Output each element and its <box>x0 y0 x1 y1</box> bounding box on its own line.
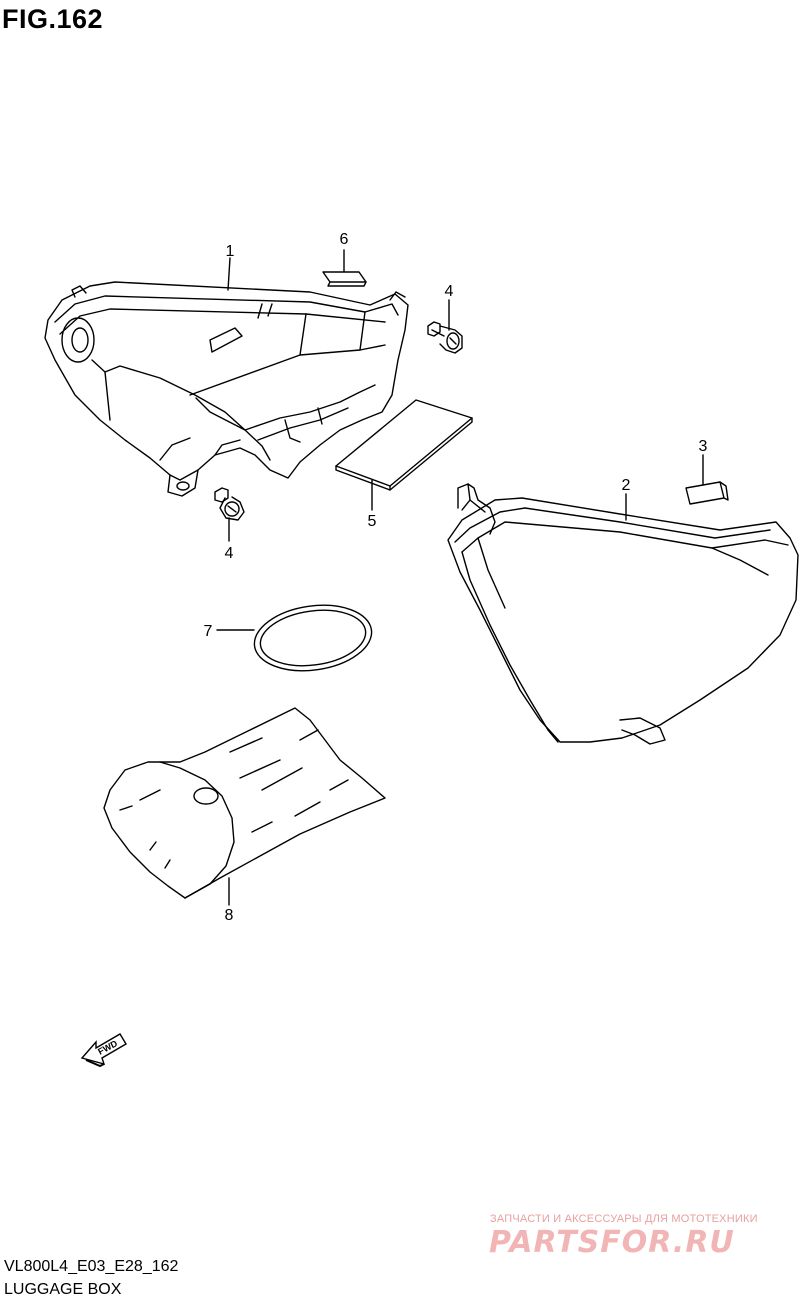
figure-title: FIG.162 <box>2 4 104 34</box>
pad-part-5[interactable] <box>335 399 473 491</box>
callout-4-lower: 4 <box>225 545 234 562</box>
model-code: VL800L4_E03_E28_162 <box>4 1258 179 1275</box>
side-cover-part-2[interactable] <box>447 483 799 745</box>
label-part-3[interactable] <box>685 481 729 505</box>
callout-5: 5 <box>368 513 377 530</box>
ring-part-7[interactable] <box>250 598 376 678</box>
callout-2: 2 <box>622 477 631 494</box>
callout-3: 3 <box>699 438 708 455</box>
bag-part-8[interactable] <box>103 707 386 899</box>
callout-1: 1 <box>226 243 235 260</box>
forward-arrow-icon: FWD <box>80 1033 127 1068</box>
leader-1 <box>227 257 231 291</box>
section-name: LUGGAGE BOX <box>4 1281 122 1298</box>
screw-part-4-lower[interactable] <box>214 487 245 521</box>
watermark-logo: PARTSFOR.RU <box>489 1225 735 1260</box>
callout-7: 7 <box>204 623 213 640</box>
callout-8: 8 <box>225 907 234 924</box>
callout-6: 6 <box>340 231 349 248</box>
label-part-6[interactable] <box>322 271 367 283</box>
callout-4-upper: 4 <box>445 283 454 300</box>
luggage-box-part[interactable] <box>44 281 409 497</box>
screw-part-4-upper[interactable] <box>427 321 463 354</box>
watermark-tagline: ЗАПЧАСТИ И АКСЕССУАРЫ ДЛЯ МОТОТЕХНИКИ <box>490 1213 758 1225</box>
